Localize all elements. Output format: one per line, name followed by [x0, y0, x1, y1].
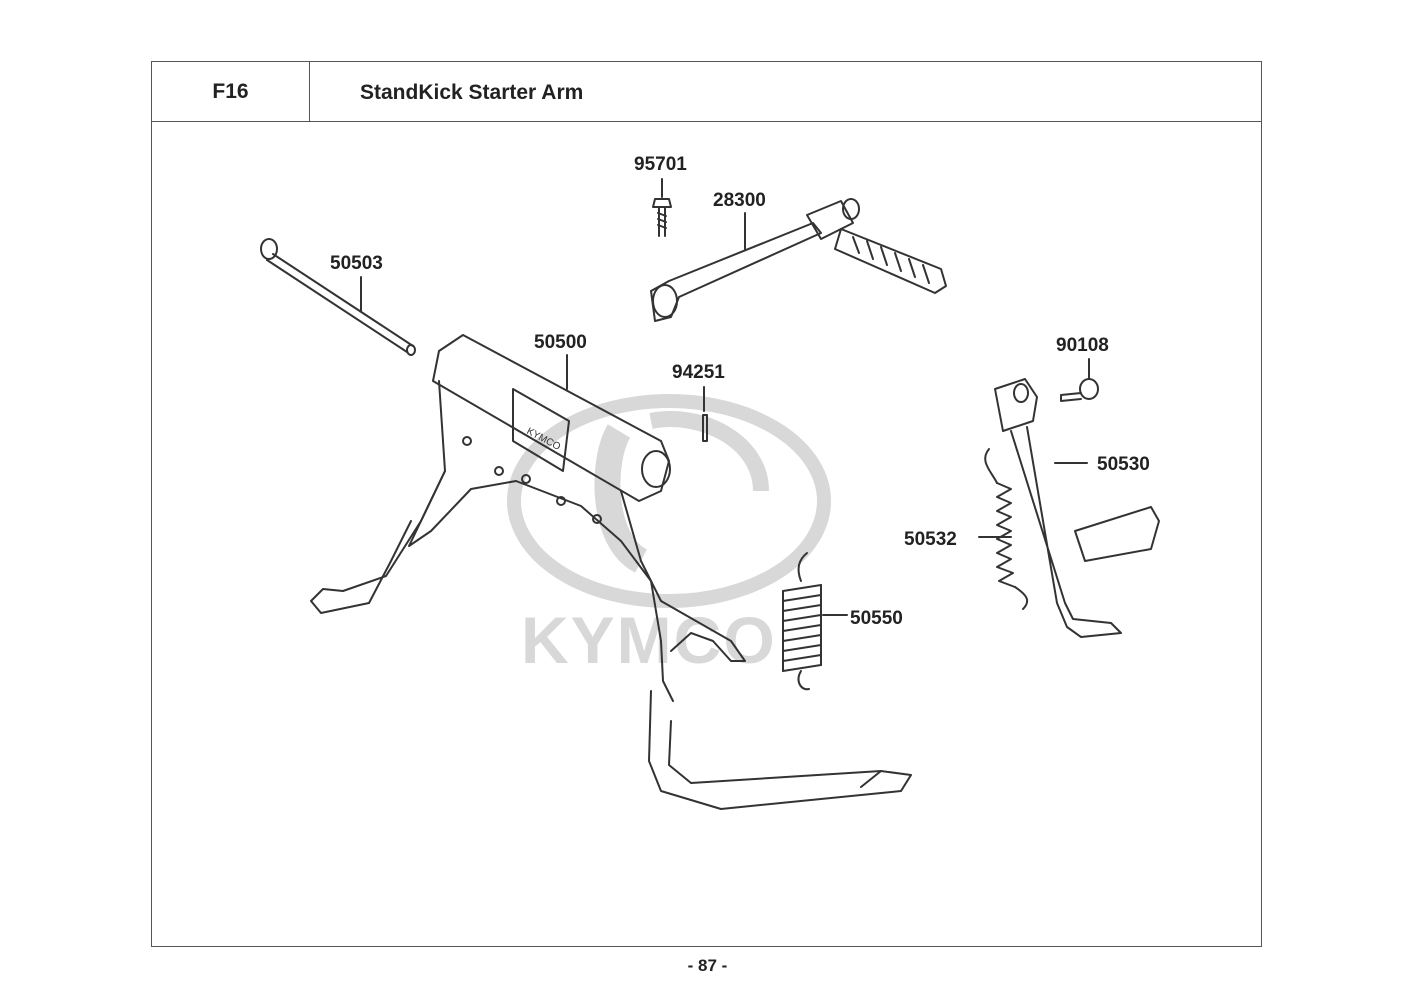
part-label-94251: 94251 [672, 362, 725, 383]
main-stand-50500 [310, 334, 912, 810]
part-label-28300: 28300 [713, 190, 766, 211]
spring-50532 [984, 448, 1029, 610]
stamp-plate [512, 388, 570, 472]
part-label-50532: 50532 [904, 529, 957, 550]
diagram-frame: KYMCO [151, 121, 1262, 947]
page-number: - 87 - [687, 956, 728, 975]
bolt-90108 [1060, 378, 1099, 402]
part-label-95701: 95701 [634, 154, 687, 175]
exploded-parts-diagram: KYMCO [260, 178, 1160, 810]
part-label-50530: 50530 [1097, 454, 1150, 475]
side-stand-50530 [994, 378, 1160, 638]
kick-starter-arm-28300 [650, 198, 947, 322]
pivot-shaft-50503 [260, 238, 416, 356]
part-label-50503: 50503 [330, 253, 383, 274]
part-label-50500: 50500 [534, 332, 587, 353]
watermark-text: KYMCO [521, 603, 777, 677]
section-title: StandKick Starter Arm [360, 81, 584, 104]
spring-50550 [782, 552, 822, 691]
bolt-95701 [652, 198, 672, 237]
section-header: F16 StandKick Starter Arm [151, 61, 1262, 122]
section-id: F16 [152, 62, 310, 122]
leader-lines [360, 178, 1090, 616]
part-label-50550: 50550 [850, 608, 903, 629]
cotter-pin-94251 [702, 414, 708, 442]
part-label-90108: 90108 [1056, 335, 1109, 356]
